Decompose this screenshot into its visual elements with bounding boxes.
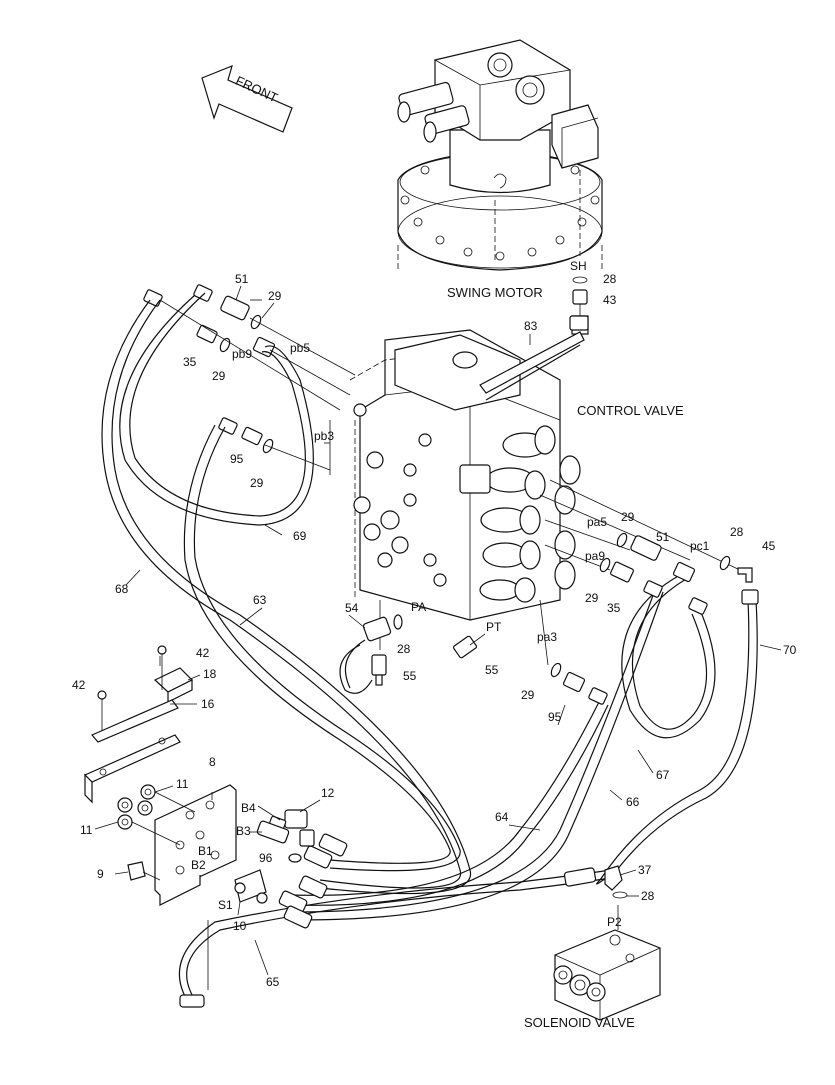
callout-label: 29 bbox=[212, 369, 226, 383]
callout-label: 55 bbox=[485, 663, 499, 677]
callout-labels: SH 28 43 51 29 pb5 35 pb9 29 83 pb3 95 2… bbox=[72, 259, 797, 989]
front-arrow: FRONT bbox=[201, 64, 293, 133]
callout-label: 10 bbox=[233, 919, 247, 933]
bracket-assembly bbox=[83, 645, 348, 990]
callout-label: B2 bbox=[191, 858, 206, 872]
hose-66 bbox=[299, 589, 664, 921]
fitting-37 bbox=[563, 865, 628, 899]
callout-label: pa9 bbox=[585, 549, 605, 563]
callout-label: 12 bbox=[321, 786, 335, 800]
hose-68 bbox=[101, 299, 472, 895]
callout-label: 45 bbox=[762, 539, 776, 553]
callout-label: 96 bbox=[259, 851, 273, 865]
control-valve-left-ports bbox=[353, 403, 447, 587]
callout-label: 68 bbox=[115, 582, 129, 596]
callout-label: 35 bbox=[183, 355, 197, 369]
callout-label: 28 bbox=[603, 272, 617, 286]
callout-label: P2 bbox=[607, 915, 622, 929]
callout-label: pb5 bbox=[290, 341, 310, 355]
hose-67 bbox=[621, 574, 716, 739]
callout-label: 8 bbox=[209, 755, 216, 769]
control-valve bbox=[349, 329, 585, 621]
callout-label: 29 bbox=[268, 289, 282, 303]
callout-label: B1 bbox=[198, 844, 213, 858]
callout-label: 66 bbox=[626, 795, 640, 809]
left-hose-fittings bbox=[143, 284, 276, 454]
callout-label: 11 bbox=[80, 823, 93, 837]
bracket-holes bbox=[175, 800, 220, 875]
hose-64 bbox=[289, 699, 609, 906]
hose-69 bbox=[119, 292, 314, 526]
callout-label: 95 bbox=[230, 452, 244, 466]
pa-fittings bbox=[339, 614, 478, 694]
callout-label: pa3 bbox=[537, 630, 557, 644]
hose-63 bbox=[183, 424, 461, 872]
callout-label: 51 bbox=[235, 272, 249, 286]
callout-label: 42 bbox=[196, 646, 210, 660]
callout-label: 69 bbox=[293, 529, 307, 543]
callout-label: 29 bbox=[585, 591, 599, 605]
callout-label: pb3 bbox=[314, 429, 334, 443]
callout-label: S1 bbox=[218, 898, 233, 912]
label-leaders bbox=[94, 285, 782, 976]
callout-label: pa5 bbox=[587, 515, 607, 529]
callout-label: 51 bbox=[656, 530, 670, 544]
control-valve-caption: CONTROL VALVE bbox=[577, 403, 684, 418]
callout-label: 16 bbox=[201, 697, 215, 711]
pipe-83-fitting bbox=[569, 315, 589, 331]
pa3-fittings bbox=[550, 662, 608, 705]
callout-label: 18 bbox=[203, 667, 217, 681]
callout-label: pb9 bbox=[232, 347, 252, 361]
callout-label: 29 bbox=[521, 688, 535, 702]
callout-label: PT bbox=[486, 620, 502, 634]
callout-label: 70 bbox=[783, 643, 797, 657]
callout-label: 29 bbox=[621, 510, 635, 524]
callout-label: 65 bbox=[266, 975, 280, 989]
callout-label: 35 bbox=[607, 601, 621, 615]
swing-motor bbox=[397, 39, 603, 271]
callout-label: 28 bbox=[641, 889, 655, 903]
callout-label: 43 bbox=[603, 293, 617, 307]
callout-label: B3 bbox=[236, 824, 251, 838]
callout-label: 55 bbox=[403, 669, 417, 683]
callout-label: 9 bbox=[97, 867, 104, 881]
callout-label: B4 bbox=[241, 801, 256, 815]
callout-label: 28 bbox=[730, 525, 744, 539]
callout-label: 67 bbox=[656, 768, 670, 782]
callout-label: 28 bbox=[397, 642, 411, 656]
callout-label: SH bbox=[570, 259, 587, 273]
callout-label: 95 bbox=[548, 710, 562, 724]
callout-label: pc1 bbox=[690, 539, 710, 553]
right-fittings bbox=[599, 532, 753, 615]
callout-label: 42 bbox=[72, 678, 86, 692]
solenoid-valve bbox=[553, 905, 661, 1021]
control-valve-spools bbox=[459, 425, 581, 603]
callout-label: 64 bbox=[495, 810, 509, 824]
callout-label: 29 bbox=[250, 476, 264, 490]
swing-motor-bolts bbox=[400, 165, 600, 261]
callout-label: 54 bbox=[345, 601, 359, 615]
callout-label: 37 bbox=[638, 863, 652, 877]
callout-label: 83 bbox=[524, 319, 538, 333]
hose-70 bbox=[596, 589, 759, 886]
callout-label: 63 bbox=[253, 593, 267, 607]
callout-label: PA bbox=[411, 600, 426, 614]
solenoid-valve-caption: SOLENOID VALVE bbox=[524, 1015, 635, 1030]
swing-motor-caption: SWING MOTOR bbox=[447, 285, 543, 300]
callout-label: 11 bbox=[176, 777, 189, 791]
